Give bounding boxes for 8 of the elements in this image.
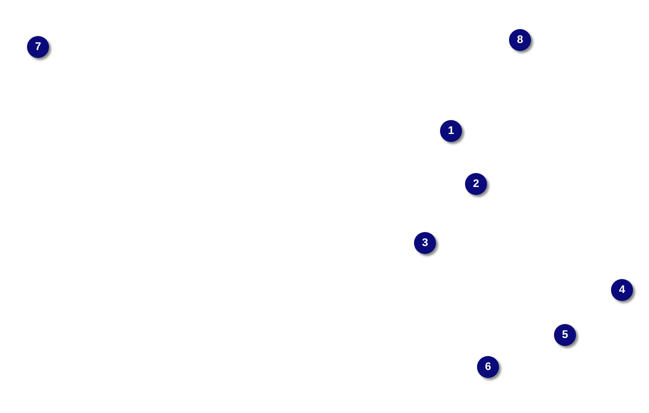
callout-number: 2 <box>465 173 487 195</box>
callout-number: 6 <box>477 356 499 378</box>
callout-number: 4 <box>611 279 633 301</box>
callout-number: 7 <box>27 36 49 58</box>
callout-number: 3 <box>414 232 436 254</box>
callout-number: 5 <box>554 324 576 346</box>
callout-number: 8 <box>509 29 531 51</box>
callout-number: 1 <box>440 120 462 142</box>
